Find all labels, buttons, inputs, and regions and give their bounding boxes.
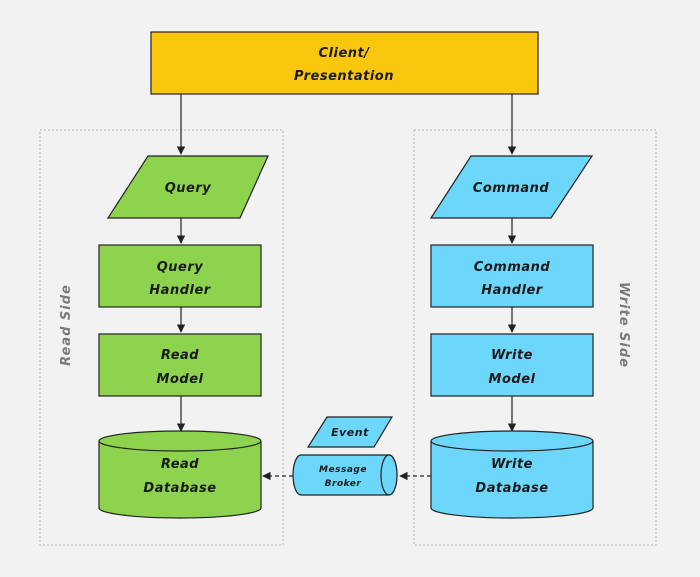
client-label-line1: Client/ [319,46,371,61]
query-label: Query [165,181,212,196]
write-database-cylinder [430,430,594,519]
command-handler-line1: Command [474,260,551,275]
command-handler-box [430,244,594,308]
read-model-line2: Model [157,372,204,387]
read-side-boundary [39,129,284,546]
write-model-box [430,333,594,397]
command-label: Command [473,181,550,196]
read-model-line1: Read [161,348,199,363]
write-model-line2: Model [489,372,536,387]
write-database-line1: Write [491,457,533,472]
read-side-label: Read Side [59,284,74,366]
query-parallelogram [106,155,269,219]
read-database-cylinder [98,430,262,519]
query-handler-box [98,244,262,308]
client-presentation-box [150,31,539,95]
command-handler-line2: Handler [481,283,543,298]
event-label: Event [331,426,369,439]
read-database-line1: Read [161,457,199,472]
write-database-line2: Database [475,481,548,496]
write-side-boundary [413,129,657,546]
event-parallelogram [306,416,394,448]
read-database-line2: Database [143,481,216,496]
query-handler-line1: Query [157,260,204,275]
broker-label-line1: Message [319,465,367,475]
read-model-box [98,333,262,397]
broker-label-line2: Broker [325,479,362,489]
write-model-line1: Write [491,348,533,363]
write-side-label: Write Side [616,282,631,368]
query-handler-line2: Handler [149,283,211,298]
command-parallelogram [429,155,594,219]
message-broker-cylinder [292,454,398,496]
client-label-line2: Presentation [294,69,394,84]
